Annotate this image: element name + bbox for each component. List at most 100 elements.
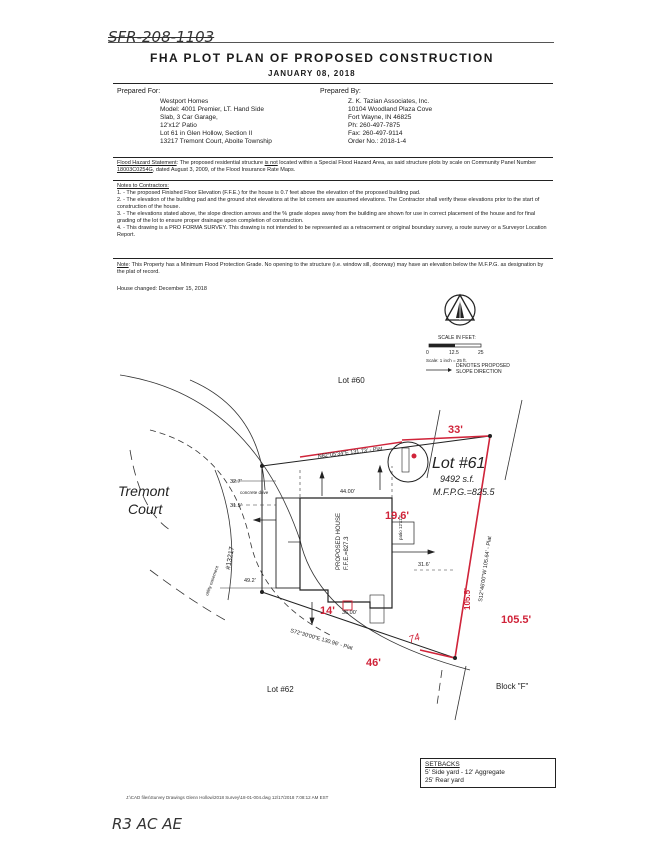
bearing-east: S12°46'00"W 105.64' - Plat bbox=[478, 535, 493, 602]
block-line bbox=[436, 669, 443, 706]
note-label: Note bbox=[117, 262, 129, 268]
rear-line-ext bbox=[504, 399, 523, 481]
note-item: 4. - This drawing is a PRO FORMA SURVEY.… bbox=[117, 225, 547, 238]
slope-legend-line: SLOPE DIRECTION bbox=[456, 369, 502, 375]
red-annotation: 105.5' bbox=[463, 588, 472, 610]
patio-label: patio 12'x12' bbox=[398, 515, 403, 540]
dim-south: 36.00' bbox=[342, 610, 357, 616]
prepared-for-heading: Prepared For: bbox=[117, 88, 161, 95]
note-item: 1. - The proposed Finished Floor Elevati… bbox=[117, 190, 421, 196]
slope-arrow-icon bbox=[426, 368, 452, 372]
flood-statement: Flood Hazard Statement: The proposed res… bbox=[117, 160, 547, 174]
prepared-by-line: Z. K. Tazian Associates, Inc. bbox=[348, 98, 430, 105]
plan-date: January 08, 2018 bbox=[268, 69, 356, 78]
red-annotation: 33' bbox=[448, 424, 463, 436]
prepared-for-line: Slab, 3 Car Garage, bbox=[160, 114, 218, 121]
street-curve bbox=[189, 379, 266, 491]
prepared-by-line: 10104 Woodland Plaza Cove bbox=[348, 106, 433, 113]
slope-legend: DENOTES PROPOSED SLOPE DIRECTION bbox=[456, 363, 510, 375]
flood-rule bbox=[113, 180, 553, 181]
block-line bbox=[454, 665, 467, 721]
prepared-for-line: 12'x12' Patio bbox=[160, 122, 197, 129]
prepared-by-line: Fax: 260-497-9114 bbox=[348, 130, 403, 137]
scale-tick: 0 bbox=[426, 350, 429, 356]
notes-heading: Notes to Contractors: bbox=[117, 183, 169, 189]
bearing-north: N82°05'34"E 131.73' - Plat bbox=[318, 446, 384, 460]
flood-panel-number: 18003C0254G bbox=[117, 167, 153, 173]
dim-front: 32.7' bbox=[230, 479, 242, 485]
setbacks-line: 5' Side yard - 12' Aggregate bbox=[425, 769, 505, 776]
patio bbox=[391, 521, 415, 545]
garage bbox=[275, 497, 301, 589]
lot-60-label: Lot #60 bbox=[338, 376, 365, 385]
street-curve bbox=[214, 469, 233, 601]
lot-61-label: Lot #61 bbox=[432, 455, 485, 472]
scale-bar bbox=[428, 343, 482, 348]
scale-tick: 12.5 bbox=[449, 350, 459, 356]
mfpg-note: Note: This Property has a Minimum Flood … bbox=[117, 262, 547, 276]
ffe-label: F.F.E.=827.3 bbox=[344, 536, 350, 570]
note-item: 2. - The elevation of the building pad a… bbox=[117, 197, 540, 210]
street-name: Court bbox=[128, 501, 163, 517]
notes-rule bbox=[113, 258, 553, 259]
prepared-for: Prepared For: Westport Homes Model: 4001… bbox=[117, 88, 327, 146]
easement-label: utility easement bbox=[204, 565, 220, 597]
slope-arrows bbox=[252, 464, 436, 626]
lot-62-label: Lot #62 bbox=[267, 685, 294, 694]
house-changed: House changed: December 15, 2018 bbox=[117, 286, 207, 292]
title-rule bbox=[113, 83, 553, 84]
prepared-for-line: Lot 61 in Glen Hollow, Section II bbox=[160, 130, 253, 137]
prepared-by-heading: Prepared By: bbox=[320, 88, 361, 95]
note-item: 3. - The elevations stated above, the sl… bbox=[117, 211, 536, 224]
flood-text: : The proposed residential structure bbox=[176, 160, 265, 166]
prepared-for-line: Westport Homes bbox=[160, 98, 209, 105]
top-rule bbox=[108, 42, 554, 43]
scale-ratio: Scale: 1 inch = 25 ft. bbox=[426, 358, 467, 363]
notes-to-contractors: Notes to Contractors: 1. - The proposed … bbox=[117, 183, 547, 239]
flood-text: , dated August 3, 2009, of the Flood Ins… bbox=[152, 167, 296, 173]
prepared-by-line: Ph: 260-497-7875 bbox=[348, 122, 401, 129]
dim-north: 44.00' bbox=[340, 489, 355, 495]
dim-front: 49.2' bbox=[244, 578, 256, 584]
red-markup-line bbox=[299, 441, 403, 458]
file-number: SFR-208-1103 bbox=[108, 28, 215, 46]
corner-marker bbox=[453, 656, 457, 660]
flood-is-not: is not bbox=[264, 160, 278, 166]
red-annotation: 19.6' bbox=[385, 510, 409, 522]
corner-marker bbox=[260, 590, 264, 594]
setbacks-box: SETBACKS 5' Side yard - 12' Aggregate 25… bbox=[420, 758, 556, 788]
flood-label: Flood Hazard Statement bbox=[117, 160, 177, 166]
prepared-by-line: Order No.: 2018-1-4 bbox=[348, 138, 407, 145]
corner-marker bbox=[488, 434, 492, 438]
street-curve bbox=[129, 449, 171, 531]
house-label: PROPOSED HOUSE bbox=[336, 513, 342, 570]
tree-circle bbox=[387, 441, 429, 483]
scale-tick: 25 bbox=[478, 350, 484, 356]
red-annotation: 46' bbox=[366, 657, 381, 669]
flood-text: located within a Special Flood Hazard Ar… bbox=[277, 160, 537, 166]
prepared-by-line: Fort Wayne, IN 46825 bbox=[348, 114, 412, 121]
plot-plan: Lot #60 Lot #62 Lot #61 9492 s.f. M.F.P.… bbox=[118, 374, 532, 721]
address-label: #13217 bbox=[225, 546, 236, 570]
dim-front: 31.5' bbox=[230, 503, 242, 509]
dim-rear: 31.6' bbox=[418, 562, 430, 568]
utility-box bbox=[401, 447, 410, 473]
red-marker bbox=[411, 453, 417, 459]
page-title: FHA Plot Plan of Proposed Construction bbox=[150, 51, 494, 65]
street-curve bbox=[119, 374, 471, 671]
bearing-south: S72°30'00"E 130.96' - Plat bbox=[289, 628, 353, 652]
setbacks-line: 25' Rear yard bbox=[425, 777, 464, 784]
file-path: J:\CAD files\Survey Drawings Glenn Hollo… bbox=[126, 795, 329, 800]
corner-marker bbox=[260, 464, 264, 468]
prepared-for-line: 13217 Tremont Court, Aboite Township bbox=[160, 138, 272, 145]
street-name: Tremont bbox=[118, 483, 170, 499]
header-rule bbox=[113, 157, 553, 158]
north-arrow-icon bbox=[444, 293, 476, 326]
prepared-for-line: Model: 4001 Premier, LT. Hand Side bbox=[160, 106, 264, 113]
setbacks-heading: SETBACKS bbox=[425, 761, 460, 768]
utility-box bbox=[342, 600, 353, 611]
slope-legend-line: DENOTES PROPOSED bbox=[456, 363, 510, 369]
block-label: Block "F" bbox=[496, 682, 529, 691]
lot-area: 9492 s.f. bbox=[440, 474, 475, 484]
street-curve bbox=[149, 429, 331, 636]
